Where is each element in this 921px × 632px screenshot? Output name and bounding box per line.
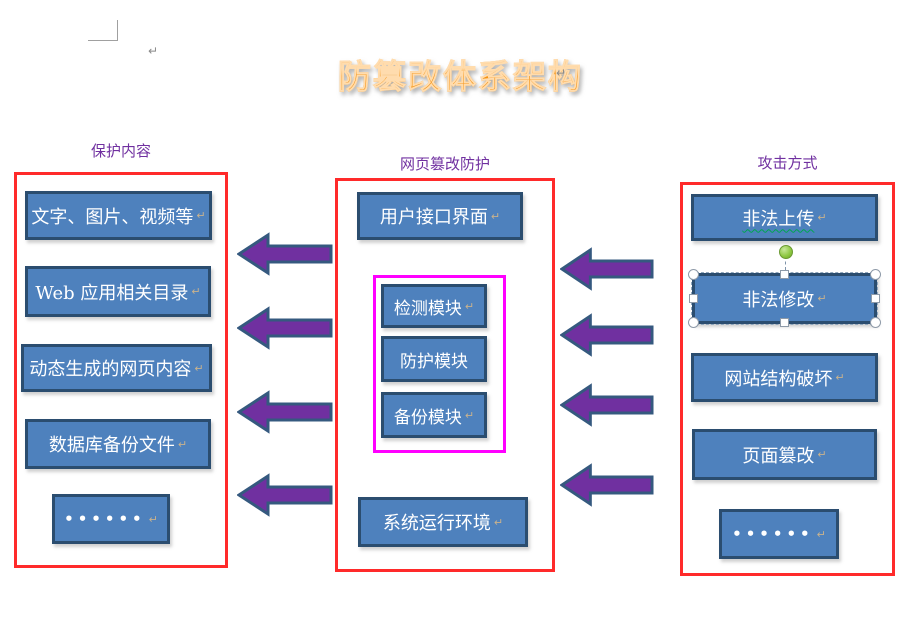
shape-label-spellcheck: 非法上传 (742, 208, 815, 230)
left-column-header: 保护内容 (90, 142, 151, 160)
resize-handle-top-right[interactable] (870, 269, 881, 280)
paragraph-mark: ↵ (194, 361, 204, 375)
modules-group-container[interactable] (373, 275, 506, 453)
shape-label: •••••• (732, 525, 814, 543)
paragraph-mark: ↵ (464, 408, 475, 422)
flow-arrow-right-to-mid-1[interactable] (560, 247, 654, 291)
right-column-header: 攻击方式 (757, 154, 818, 172)
paragraph-mark: ↵ (148, 44, 159, 58)
shape-user-interface[interactable]: 用户接口界面 ↵ (357, 192, 523, 240)
shape-database-backup-files[interactable]: 数据库备份文件 ↵ (25, 419, 211, 469)
shape-detection-module[interactable]: 检测模块 ↵ (381, 284, 487, 328)
paragraph-mark: ↵ (817, 211, 827, 224)
paragraph-mark: ↵ (556, 66, 567, 80)
protected-content-container[interactable] (14, 172, 228, 568)
middle-column-header: 网页篡改防护 (399, 155, 490, 173)
shape-label: 用户接口界面 (379, 207, 488, 228)
rotation-connector-line (784, 256, 786, 270)
paragraph-mark: ↵ (464, 299, 475, 313)
shape-text-images-video[interactable]: 文字、图片、视频等 ↵ (25, 191, 212, 240)
title-row: 防篡改体系架构 (0, 50, 921, 98)
resize-handle-top-center[interactable] (779, 270, 789, 279)
shape-label: 检测模块 (393, 298, 462, 319)
shape-page-tampering[interactable]: 页面篡改 ↵ (692, 429, 877, 480)
shape-label: 网站结构破坏 (724, 368, 833, 390)
paragraph-mark: ↵ (493, 515, 504, 529)
flow-arrow-mid-to-left-3[interactable] (237, 390, 333, 434)
paragraph-mark: ↵ (817, 448, 827, 461)
shape-label: Web 应用相关目录 (35, 282, 189, 304)
shape-web-app-directories[interactable]: Web 应用相关目录 ↵ (25, 266, 211, 317)
attack-methods-container[interactable] (680, 182, 895, 576)
shape-label: 防护模块 (400, 351, 468, 372)
rotation-handle[interactable] (778, 245, 793, 259)
shape-illegal-modify-selected[interactable]: 非法修改 ↵ (688, 245, 881, 328)
shape-ellipsis-left[interactable]: •••••• ↵ (52, 494, 170, 544)
shape-label: 页面篡改 (742, 445, 815, 467)
paragraph-mark: ↵ (177, 437, 188, 451)
shape-label: •••••• (64, 510, 146, 528)
shape-backup-module[interactable]: 备份模块 ↵ (381, 392, 487, 438)
flow-arrow-mid-to-left-1[interactable] (237, 232, 333, 276)
tamper-protection-container[interactable] (335, 178, 555, 572)
paragraph-mark: ↵ (490, 209, 501, 223)
shape-label: 系统运行环境 (382, 513, 491, 534)
shape-illegal-upload[interactable]: 非法上传 ↵ (691, 194, 878, 241)
flow-arrow-right-to-mid-2[interactable] (560, 313, 654, 357)
resize-handle-middle-left[interactable] (689, 293, 698, 303)
resize-handle-bottom-left[interactable] (688, 317, 699, 328)
text-boundary-corner-mark (88, 20, 118, 41)
shape-label: 非法修改 (742, 289, 815, 311)
flow-arrow-right-to-mid-4[interactable] (560, 463, 654, 507)
shape-ellipsis-right[interactable]: •••••• ↵ (719, 509, 839, 559)
paragraph-mark: ↵ (148, 512, 158, 526)
shape-label: 动态生成的网页内容 (29, 359, 192, 380)
page-title-wordart[interactable]: 防篡改体系架构 (338, 50, 583, 98)
paragraph-mark: ↵ (191, 285, 201, 298)
shape-label: 备份模块 (393, 407, 462, 428)
paragraph-mark: ↵ (196, 209, 206, 222)
shape-label: 数据库备份文件 (48, 435, 175, 456)
shape-site-structure-damage[interactable]: 网站结构破坏 ↵ (691, 353, 878, 402)
paragraph-mark: ↵ (817, 292, 827, 305)
resize-handle-top-left[interactable] (688, 269, 699, 280)
paragraph-mark: ↵ (835, 371, 845, 384)
shape-system-runtime-environment[interactable]: 系统运行环境 ↵ (358, 497, 528, 547)
shape-dynamic-web-content[interactable]: 动态生成的网页内容 ↵ (21, 344, 212, 392)
flow-arrow-right-to-mid-3[interactable] (560, 383, 654, 427)
shape-protection-module[interactable]: 防护模块 (381, 336, 487, 382)
flow-arrow-mid-to-left-4[interactable] (237, 473, 333, 517)
shape-label: 文字、图片、视频等 (31, 206, 194, 228)
resize-handle-middle-right[interactable] (871, 293, 880, 303)
resize-handle-bottom-center[interactable] (779, 318, 789, 327)
flow-arrow-mid-to-left-2[interactable] (237, 306, 333, 350)
resize-handle-bottom-right[interactable] (870, 317, 881, 328)
paragraph-mark: ↵ (816, 527, 826, 541)
